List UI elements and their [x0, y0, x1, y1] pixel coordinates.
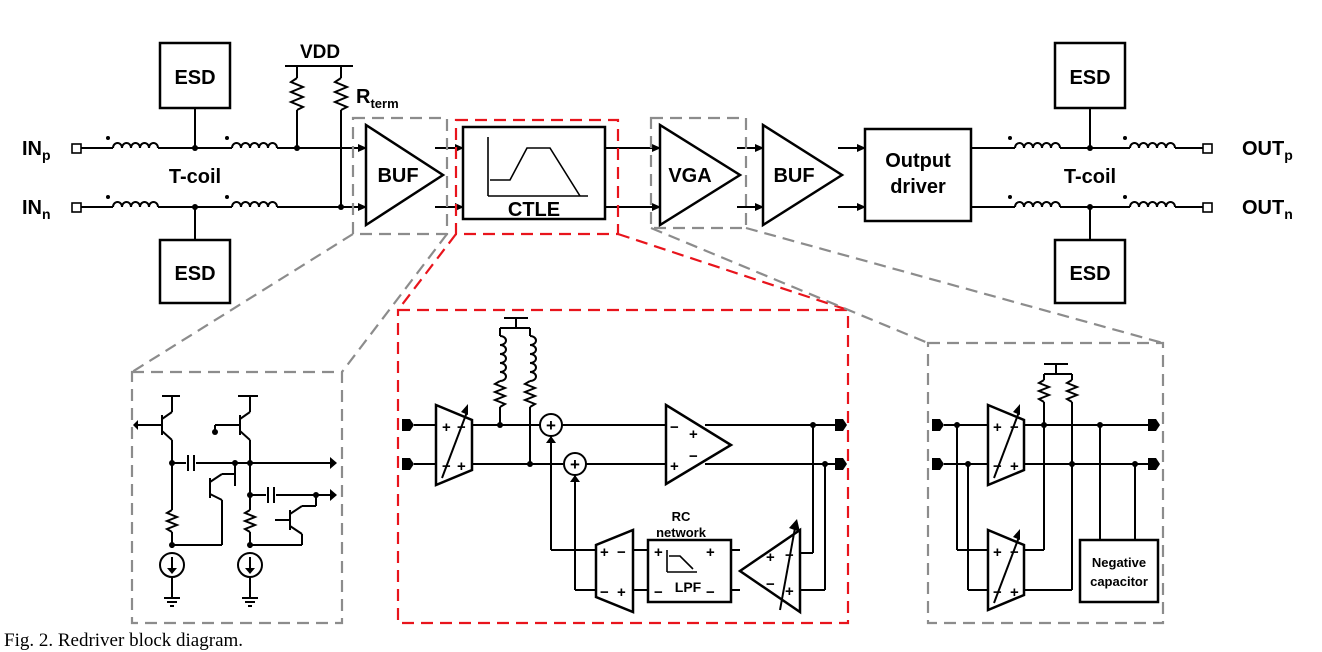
svg-text:+: + — [654, 544, 663, 561]
svg-text:CTLE: CTLE — [508, 199, 560, 221]
rc-network-label: RC — [672, 509, 691, 524]
svg-text:+: + — [570, 455, 580, 474]
svg-text:ESD: ESD — [1069, 263, 1110, 285]
out-p-pad — [1202, 143, 1213, 154]
esd-block-top-right: ESD — [1053, 41, 1127, 110]
tcoil-label-left: T-coil — [169, 166, 221, 188]
in-n-pad — [71, 202, 82, 213]
svg-text:+: + — [766, 549, 775, 566]
ctle-block: CTLE — [461, 125, 607, 221]
svg-text:VGA: VGA — [668, 165, 711, 187]
svg-text:−: − — [457, 419, 466, 436]
tcoil-label-right: T-coil — [1064, 166, 1116, 188]
svg-text:−: − — [993, 584, 1002, 601]
svg-text:+: + — [706, 544, 715, 561]
svg-text:+: + — [457, 458, 466, 475]
vdd-label: VDD — [300, 42, 340, 63]
svg-text:Output: Output — [885, 150, 951, 172]
ctle-callout — [396, 118, 850, 625]
svg-text:BUF: BUF — [773, 165, 814, 187]
svg-text:−: − — [993, 458, 1002, 475]
svg-text:ESD: ESD — [1069, 67, 1110, 89]
esd-block-bottom-right: ESD — [1053, 238, 1127, 305]
svg-text:−: − — [670, 419, 679, 436]
in-p-pad — [71, 143, 82, 154]
tcoil-in-p-right-inductor — [231, 142, 278, 149]
out-n-label: OUTn — [1242, 197, 1293, 222]
svg-text:ESD: ESD — [174, 67, 215, 89]
buffer-schematic — [133, 395, 337, 607]
svg-text:Negative: Negative — [1092, 555, 1146, 570]
out-p-label: OUTp — [1242, 138, 1293, 163]
vga-schematic: + − − + + − − + — [932, 363, 1160, 612]
svg-text:−: − — [600, 584, 609, 601]
svg-text:−: − — [1010, 419, 1019, 436]
svg-text:+: + — [600, 544, 609, 561]
output-driver-block: Output driver — [863, 127, 973, 223]
svg-text:−: − — [689, 448, 698, 465]
svg-text:+: + — [785, 583, 794, 600]
svg-text:−: − — [1010, 544, 1019, 561]
svg-text:−: − — [442, 458, 451, 475]
svg-text:+: + — [1010, 584, 1019, 601]
in-n-label: INn — [22, 197, 51, 222]
esd-block-top-left: ESD — [158, 41, 232, 110]
svg-text:+: + — [689, 426, 698, 443]
svg-text:+: + — [993, 544, 1002, 561]
negative-capacitor-block — [1078, 538, 1160, 604]
svg-text:ESD: ESD — [174, 263, 215, 285]
svg-text:LPF: LPF — [675, 579, 702, 595]
svg-text:+: + — [442, 419, 451, 436]
in-p-label: INp — [22, 138, 51, 163]
ctle-schematic: + − − + + + − + + − — [402, 317, 847, 615]
svg-text:+: + — [993, 419, 1002, 436]
svg-text:−: − — [785, 547, 794, 564]
buffer-callout — [130, 116, 449, 625]
svg-text:+: + — [670, 458, 679, 475]
output-buffer: BUF — [761, 122, 845, 228]
svg-text:+: + — [1010, 458, 1019, 475]
svg-text:−: − — [706, 584, 715, 601]
vga-callout — [649, 116, 1165, 625]
vga-block: VGA — [658, 122, 743, 228]
top-signal-wires — [71, 65, 1213, 240]
svg-text:driver: driver — [890, 176, 946, 198]
svg-text:−: − — [654, 584, 663, 601]
svg-text:BUF: BUF — [377, 165, 418, 187]
svg-text:+: + — [546, 416, 556, 435]
input-buffer: BUF — [364, 122, 446, 228]
out-n-pad — [1202, 202, 1213, 213]
svg-text:network: network — [656, 525, 707, 540]
svg-text:capacitor: capacitor — [1090, 574, 1148, 589]
svg-text:−: − — [766, 576, 775, 593]
svg-text:+: + — [617, 584, 626, 601]
rterm-label: Rterm — [356, 86, 399, 111]
esd-block-bottom-left: ESD — [158, 238, 232, 305]
figure-caption: Fig. 2. Redriver block diagram. — [4, 630, 243, 651]
svg-text:−: − — [617, 544, 626, 561]
tcoil-in-p-left-inductor — [112, 142, 159, 149]
